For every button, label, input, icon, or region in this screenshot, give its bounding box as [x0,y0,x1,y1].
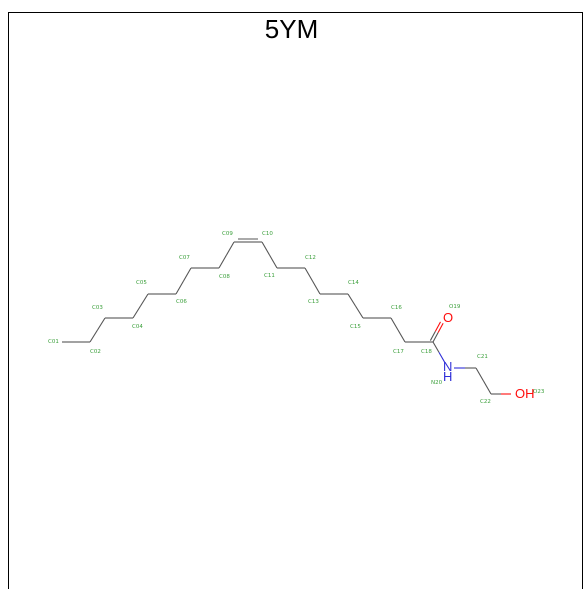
bond-c12-c13 [312,280,321,295]
atom-label-n20: N20 [431,380,443,386]
bond-c06-c07 [175,280,184,295]
hetero-symbol-n20-n: N [443,359,452,374]
bond-c06-c07 [183,267,192,282]
bond-c18-o19 [437,323,444,333]
atom-label-o19: O19 [449,304,461,310]
atom-label-o23: O23 [533,389,545,395]
bond-c10-c11 [269,254,278,269]
atom-label-c17: C17 [393,349,404,355]
bond-c16-c17 [397,329,406,343]
bond-c08-c09 [226,241,235,256]
bond-c18-n20 [438,352,446,364]
hetero-symbol-layer: O NH OH [443,310,535,401]
atom-label-c07: C07 [179,255,190,261]
atom-label-c21: C21 [477,354,488,360]
atom-label-c12: C12 [305,255,316,261]
bond-c02-c03 [89,329,98,343]
atom-label-c06: C06 [176,299,187,305]
bond-c21-c22 [475,367,484,382]
hetero-symbol-o23-oh: OH [515,386,535,401]
bond-c14-c15 [355,305,364,319]
molecule-title: 5YM [264,14,319,44]
bond-c18-o19 [432,332,439,343]
bond-c14-c15 [347,293,356,307]
bond-c18-n20 [432,341,440,353]
bond-c04-c05 [140,293,149,307]
atom-label-c22: C22 [480,399,491,405]
bond-c02-c03 [97,317,106,331]
bond-c10-c11 [261,241,270,256]
atom-label-c02: C02 [90,349,101,355]
atom-label-c09: C09 [222,231,233,237]
atom-label-c10: C10 [262,231,273,237]
bond-c18-o19-second [429,330,436,341]
bond-c21-c22 [483,380,492,395]
bond-c12-c13 [304,267,313,282]
atom-label-c14: C14 [348,280,359,286]
atom-label-c03: C03 [92,305,103,311]
atom-label-c11: C11 [264,273,275,279]
atom-label-c18: C18 [421,349,432,355]
atom-label-c16: C16 [391,305,402,311]
atom-label-c05: C05 [136,280,147,286]
atom-label-c08: C08 [219,274,230,280]
hetero-symbol-o19-o: O [443,310,453,325]
bond-c16-c17 [390,317,399,331]
bond-c04-c05 [132,305,141,319]
atom-label-c04: C04 [132,324,143,330]
atom-label-c13: C13 [308,299,319,305]
hetero-symbol-n20-h: H [443,369,452,384]
bond-c08-c09 [218,254,227,269]
bond-layer [62,238,511,395]
bond-c18-o19-second [434,321,441,332]
atom-label-c01: C01 [48,339,59,345]
atom-label-c15: C15 [350,324,361,330]
